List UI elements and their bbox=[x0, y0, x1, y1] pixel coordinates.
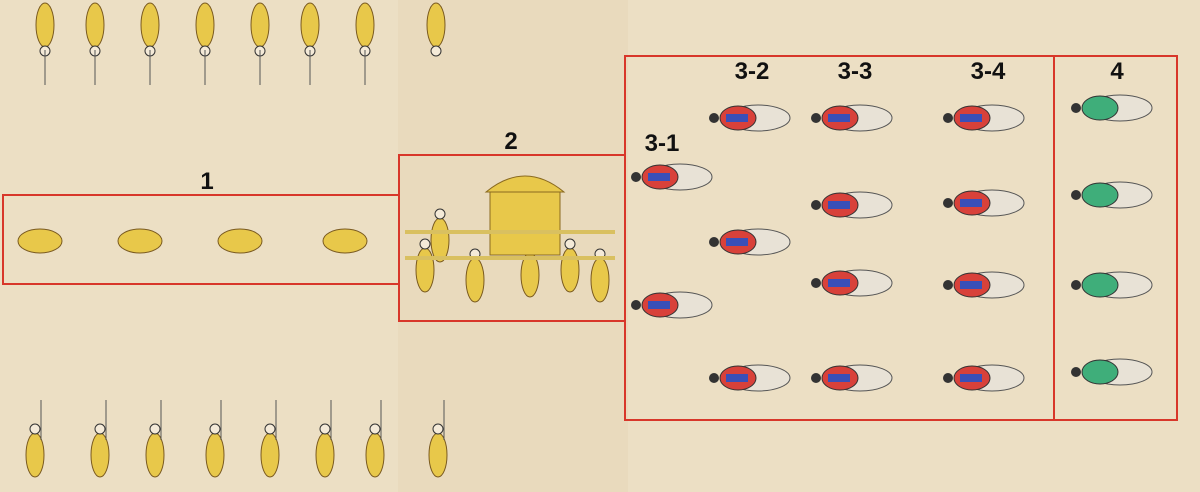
label-section-3-1: 3-1 bbox=[644, 130, 680, 157]
attendant-figure bbox=[260, 423, 280, 478]
label-section-3-2: 3-2 bbox=[734, 58, 770, 85]
attendant-figure bbox=[145, 423, 165, 478]
label-section-1: 1 bbox=[200, 168, 214, 195]
attendant-figure bbox=[90, 423, 110, 478]
attendant-figure bbox=[428, 423, 448, 478]
section-3-box bbox=[624, 55, 1055, 421]
rider-figure bbox=[322, 228, 368, 254]
attendant-figure bbox=[205, 423, 225, 478]
attendant-figure bbox=[355, 2, 375, 57]
label-section-2: 2 bbox=[504, 128, 518, 155]
attendant-figure bbox=[35, 2, 55, 57]
label-section-3-3: 3-3 bbox=[837, 58, 873, 85]
attendant-figure bbox=[25, 423, 45, 478]
section-4-box bbox=[1053, 55, 1178, 421]
palanquin bbox=[405, 175, 615, 260]
attendant-figure bbox=[315, 423, 335, 478]
section-1-box bbox=[2, 194, 400, 285]
rider-figure bbox=[117, 228, 163, 254]
rider-figure bbox=[17, 228, 63, 254]
label-section-3-4: 3-4 bbox=[970, 58, 1006, 85]
attendant-figure bbox=[365, 423, 385, 478]
attendant-figure bbox=[430, 208, 450, 263]
section-2-box bbox=[398, 154, 626, 322]
attendant-figure bbox=[426, 2, 446, 57]
rider-figure bbox=[217, 228, 263, 254]
label-section-4: 4 bbox=[1110, 58, 1124, 85]
